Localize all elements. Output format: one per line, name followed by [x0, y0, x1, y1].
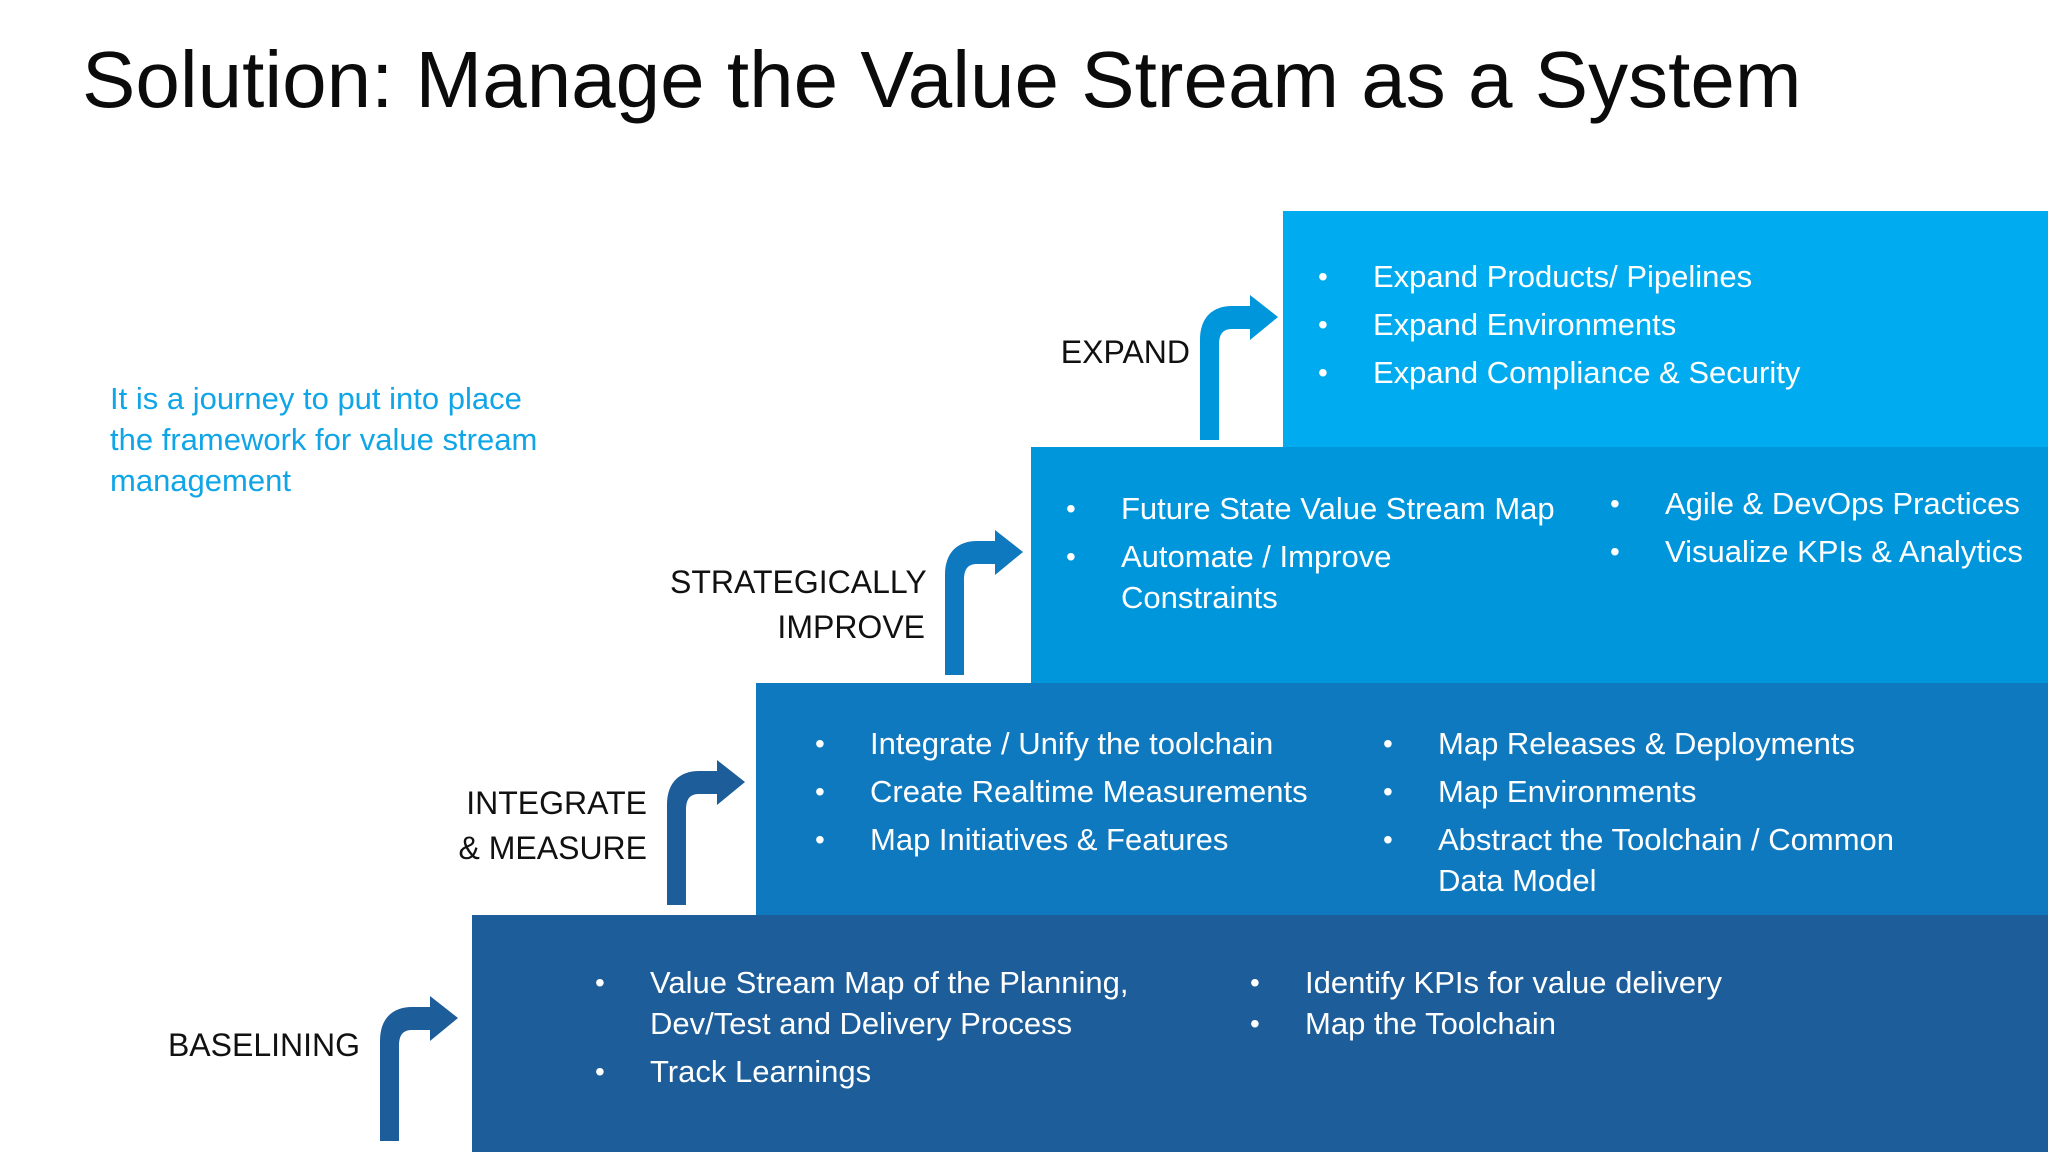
bullet-item: Value Stream Map of the Planning, — [595, 962, 1129, 1003]
integrate-left-bullets: Integrate / Unify the toolchain Create R… — [815, 723, 1308, 867]
bullet-item: Visualize KPIs & Analytics — [1610, 531, 2023, 572]
stage-label-integrate-measure: INTEGRATE & MEASURE — [445, 781, 647, 871]
integrate-right-bullets: Map Releases & Deployments Map Environme… — [1383, 723, 1894, 908]
stage-label-baselining: BASELINING — [167, 1027, 360, 1063]
bullet-continuation-text: Dev/Test and Delivery Process — [650, 1006, 1073, 1041]
arrow-up-right-icon — [1200, 295, 1278, 440]
baseline-right-bullets: Identify KPIs for value delivery Map the… — [1250, 962, 1722, 1051]
bullet-continuation-text: Constraints — [1121, 580, 1278, 615]
bullet-item: Create Realtime Measurements — [815, 771, 1308, 812]
bullet-continuation: Constraints — [1066, 577, 1555, 618]
bullet-item: Expand Products/ Pipelines — [1318, 256, 1800, 297]
stage-label-line: IMPROVE — [777, 609, 925, 645]
bullet-continuation: Data Model — [1383, 860, 1894, 901]
intro-line: the framework for value stream — [110, 422, 538, 457]
arrow-up-right-icon — [667, 760, 745, 905]
slide-title: Solution: Manage the Value Stream as a S… — [82, 35, 1802, 124]
arrow-up-right-icon — [945, 530, 1023, 675]
stage-label-expand: EXPAND — [1060, 334, 1190, 370]
bullet-item: Automate / Improve — [1066, 536, 1555, 577]
bullet-item: Integrate / Unify the toolchain — [815, 723, 1308, 764]
bullet-item: Agile & DevOps Practices — [1610, 483, 2023, 524]
bullet-item: Map Environments — [1383, 771, 1894, 812]
intro-text: It is a journey to put into place the fr… — [110, 378, 610, 501]
arrow-up-right-icon — [380, 996, 458, 1141]
stage-label-line: INTEGRATE — [466, 785, 647, 821]
baseline-left-bullets: Value Stream Map of the Planning, Dev/Te… — [595, 962, 1129, 1099]
improve-left-bullets: Future State Value Stream Map Automate /… — [1066, 488, 1555, 625]
bullet-item: Expand Compliance & Security — [1318, 352, 1800, 393]
improve-right-bullets: Agile & DevOps Practices Visualize KPIs … — [1610, 483, 2023, 579]
bullet-item: Identify KPIs for value delivery — [1250, 962, 1722, 1003]
stage-label-line: & MEASURE — [458, 830, 647, 866]
bullet-item: Track Learnings — [595, 1051, 1129, 1092]
stage-label-strategically-improve: STRATEGICALLY IMPROVE — [670, 560, 927, 650]
bullet-item: Future State Value Stream Map — [1066, 488, 1555, 529]
stage-label-line: STRATEGICALLY — [670, 564, 927, 600]
bullet-item: Map the Toolchain — [1250, 1003, 1722, 1044]
bullet-continuation-text: Data Model — [1438, 863, 1597, 898]
bullet-item: Abstract the Toolchain / Common — [1383, 819, 1894, 860]
bullet-item: Map Releases & Deployments — [1383, 723, 1894, 764]
bullet-item: Map Initiatives & Features — [815, 819, 1308, 860]
bullet-continuation: Dev/Test and Delivery Process — [595, 1003, 1129, 1044]
expand-bullets: Expand Products/ Pipelines Expand Enviro… — [1318, 256, 1800, 400]
intro-line: It is a journey to put into place — [110, 381, 522, 416]
bullet-item: Expand Environments — [1318, 304, 1800, 345]
intro-line: management — [110, 463, 291, 498]
